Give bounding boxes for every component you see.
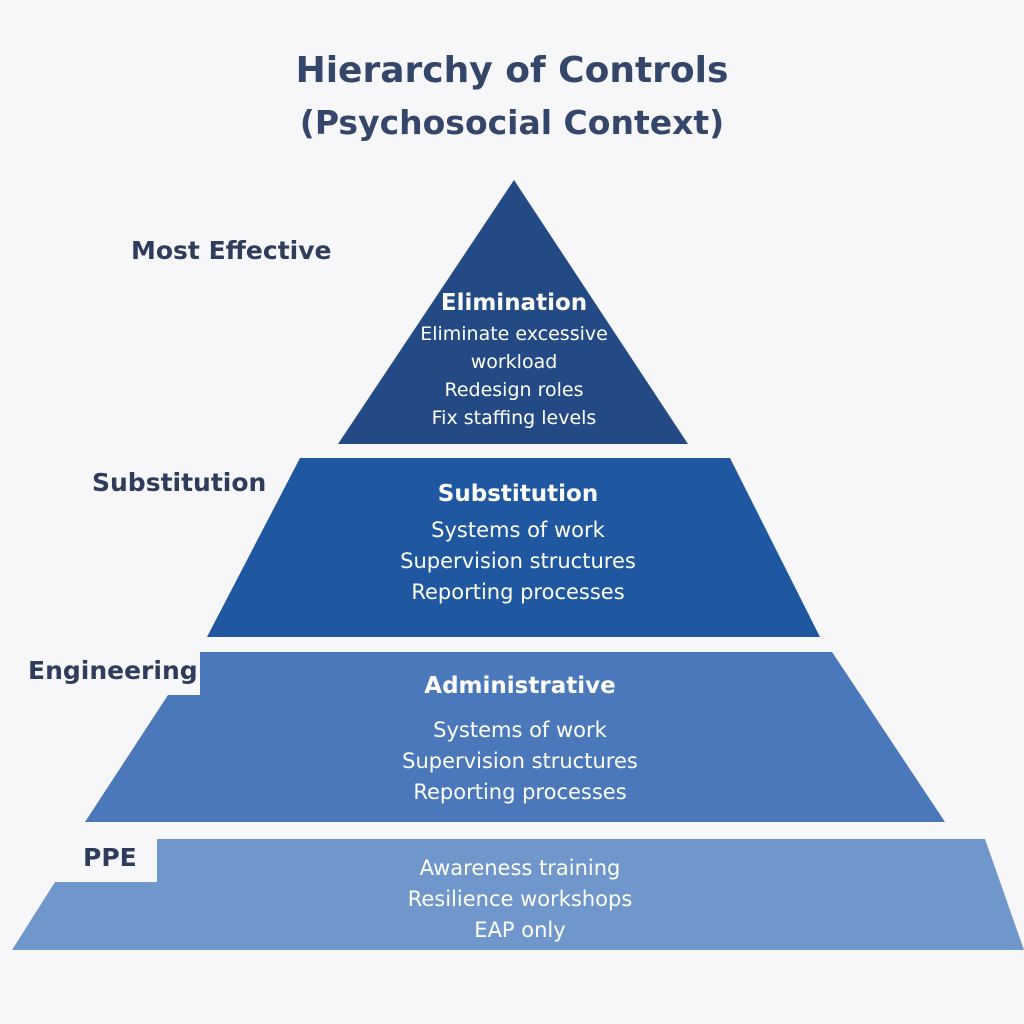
tier-line: workload	[470, 351, 558, 373]
tier-line: Resilience workshops	[407, 887, 633, 911]
label-engineering: Engineering	[28, 656, 198, 685]
tier-line: Eliminate excessive	[420, 323, 608, 345]
tier-line: Supervision structures	[402, 749, 638, 773]
label-ppe: PPE	[83, 843, 137, 872]
diagram-title: Hierarchy of Controls	[295, 50, 729, 91]
diagram-subtitle: (Psychosocial Context)	[299, 103, 725, 142]
tier-line: EAP only	[474, 918, 566, 942]
tier-ppe	[12, 839, 1024, 950]
tier-line: Reporting processes	[413, 780, 627, 804]
tier-substitution	[207, 458, 820, 637]
tier-line: Awareness training	[419, 856, 621, 880]
tier-elimination-text: Elimination Eliminate excessive workload…	[364, 290, 664, 432]
tier-administrative	[85, 652, 945, 822]
tier-elimination	[338, 180, 688, 444]
tier-heading: Elimination	[440, 290, 588, 316]
tier-heading: Administrative	[424, 673, 616, 699]
tier-line: Fix staffing levels	[431, 407, 597, 429]
tier-ppe-text: Awareness training Resilience workshops …	[320, 853, 720, 946]
tier-line: Systems of work	[431, 518, 605, 542]
tier-heading: Substitution	[437, 481, 599, 507]
tier-line: Supervision structures	[400, 549, 636, 573]
tier-line: Redesign roles	[444, 379, 584, 401]
label-substitution: Substitution	[92, 468, 267, 497]
tier-line: Reporting processes	[411, 580, 625, 604]
tier-substitution-text: Substitution Systems of work Supervision…	[318, 481, 718, 608]
tier-administrative-text: Administrative Systems of work Supervisi…	[320, 673, 720, 808]
label-most-effective: Most Effective	[131, 236, 332, 265]
tier-line: Systems of work	[433, 718, 607, 742]
